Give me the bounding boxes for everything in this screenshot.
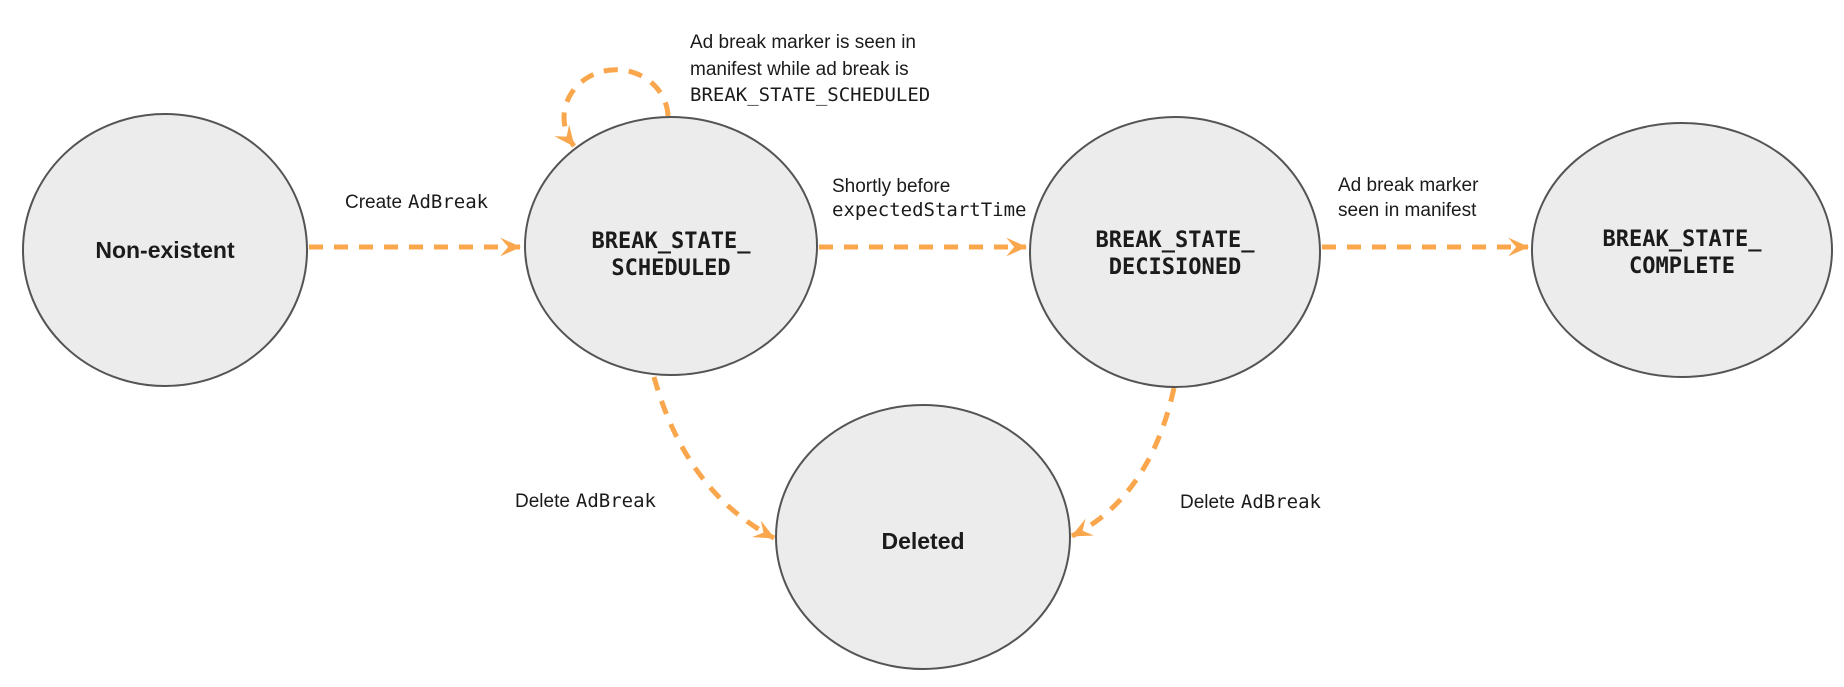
delete-left-text: Delete [515, 491, 570, 512]
state-node-deleted: Deleted [775, 404, 1071, 670]
break-state-decisioned-circle [1029, 116, 1321, 388]
marker-seen-label-line2: seen in manifest [1338, 200, 1477, 221]
shortly-before-label-line1: Shortly before [832, 176, 950, 197]
deleted-label: Deleted [881, 528, 964, 554]
edge-label-create-code: AdBreak [408, 191, 489, 213]
break-state-scheduled-label-line1: BREAK_STATE_ [592, 229, 752, 254]
break-state-scheduled-label-line2: SCHEDULED [611, 256, 730, 281]
self-loop-label-line1: Ad break marker is seen in [690, 32, 916, 53]
break-state-scheduled-circle [524, 116, 818, 376]
edge-label-delete-adbreak-right: Delete AdBreak [1180, 491, 1322, 513]
break-state-complete-label-line2: COMPLETE [1629, 254, 1735, 279]
edge-label-marker-seen: Ad break marker seen in manifest [1338, 175, 1479, 221]
edge-self-loop-scheduled [554, 67, 671, 148]
non-existent-label: Non-existent [95, 237, 235, 263]
edge-label-create-text: Create [345, 192, 402, 213]
break-state-complete-label-line1: BREAK_STATE_ [1603, 227, 1763, 252]
delete-right-code: AdBreak [1241, 491, 1322, 513]
state-node-break-state-decisioned: BREAK_STATE_ DECISIONED [1029, 116, 1321, 388]
shortly-before-label-line2: expectedStartTime [832, 199, 1026, 221]
edge-label-shortly-before: Shortly before expectedStartTime [832, 176, 1026, 221]
self-loop-label-line3: BREAK_STATE_SCHEDULED [690, 84, 930, 106]
state-node-break-state-scheduled: BREAK_STATE_ SCHEDULED [524, 116, 818, 376]
edge-delete-adbreak-left [651, 376, 776, 541]
edge-delete-adbreak-right [1070, 387, 1177, 539]
edge-label-self-loop: Ad break marker is seen in manifest whil… [690, 32, 930, 106]
delete-left-code: AdBreak [576, 490, 657, 512]
state-node-break-state-complete: BREAK_STATE_ COMPLETE [1531, 122, 1833, 378]
break-state-complete-circle [1531, 122, 1833, 378]
deleted-circle [775, 404, 1071, 670]
state-node-non-existent: Non-existent [22, 113, 308, 387]
delete-right-text: Delete [1180, 492, 1235, 513]
edge-label-delete-adbreak-left: Delete AdBreak [515, 490, 657, 512]
break-state-decisioned-label-line2: DECISIONED [1109, 255, 1241, 280]
break-state-decisioned-label-line1: BREAK_STATE_ [1096, 228, 1256, 253]
marker-seen-label-line1: Ad break marker [1338, 175, 1479, 196]
self-loop-label-line2: manifest while ad break is [690, 59, 909, 80]
non-existent-circle [22, 113, 308, 387]
edge-label-create-adbreak: Create AdBreak [345, 191, 489, 213]
